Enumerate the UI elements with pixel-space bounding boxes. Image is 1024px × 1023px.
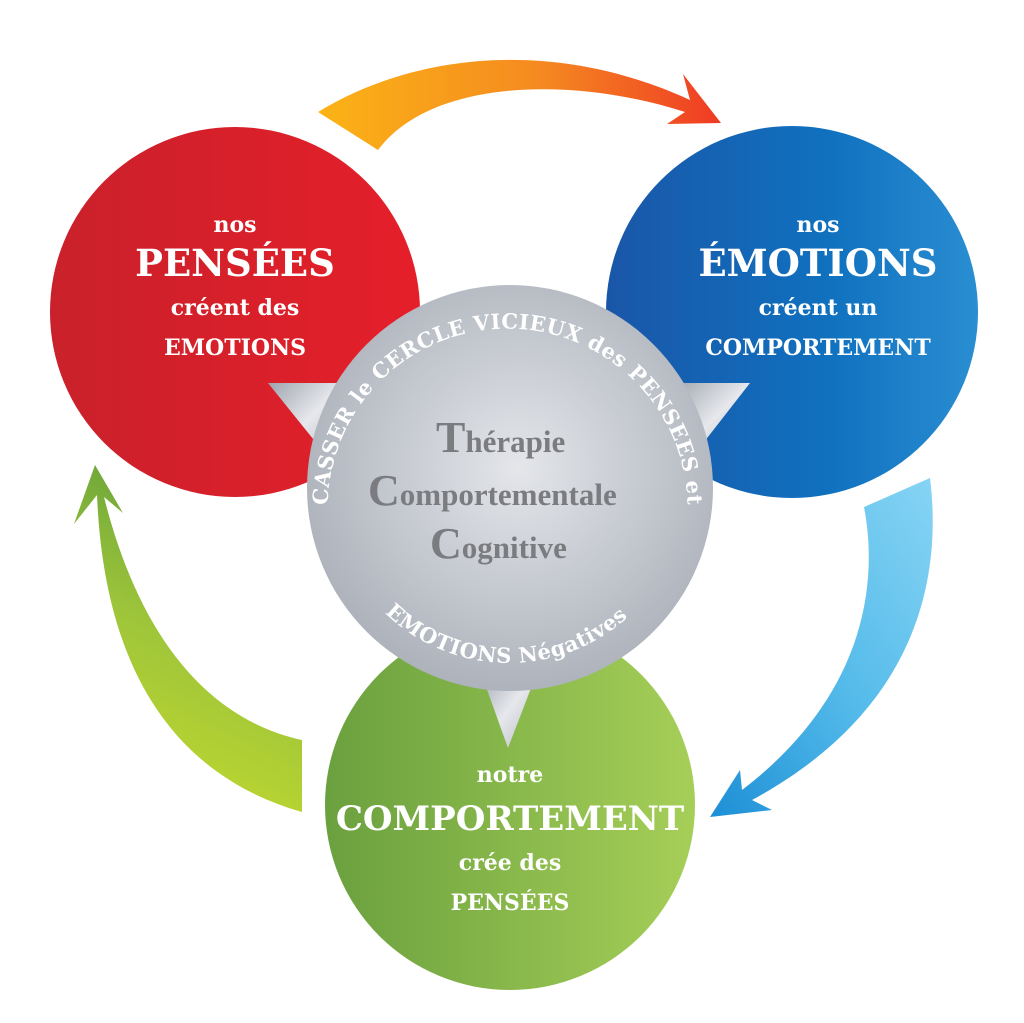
node-behavior: notre COMPORTEMENT crée des PENSÉES	[325, 620, 695, 990]
arrow-behavior-to-thoughts	[74, 465, 302, 812]
node-line: PENSÉES	[451, 889, 570, 916]
node-title: ÉMOTIONS	[698, 241, 937, 285]
arrow-body	[710, 478, 933, 817]
node-title: COMPORTEMENT	[336, 799, 684, 839]
arrow-body	[74, 465, 302, 812]
center-hub: CASSER le CERCLE VICIEUX des PENSEES et …	[268, 285, 750, 748]
center-title-line-3: Cognitive	[430, 519, 567, 568]
center-circle	[307, 285, 713, 691]
node-title: PENSÉES	[135, 241, 335, 285]
node-line: notre	[477, 762, 543, 788]
node-line: COMPORTEMENT	[705, 335, 931, 361]
title-rest: omportementale	[400, 477, 617, 512]
node-line: nos	[213, 212, 256, 238]
title-rest: hérapie	[465, 424, 565, 459]
center-title-line-1: Thérapie	[436, 413, 565, 462]
arrow-emotions-to-behavior	[710, 478, 933, 817]
node-line: créent des	[171, 295, 300, 321]
arrow-thoughts-to-emotions	[318, 59, 721, 150]
node-line: nos	[796, 212, 839, 238]
title-cap: C	[368, 466, 400, 515]
title-rest: ognitive	[462, 530, 567, 565]
node-line: créent un	[759, 295, 878, 321]
node-line: EMOTIONS	[164, 335, 306, 361]
node-line: crée des	[459, 850, 561, 876]
center-title-line-2: Comportementale	[368, 466, 617, 515]
title-cap: T	[436, 413, 465, 462]
title-cap: C	[430, 519, 462, 568]
arrow-body	[318, 59, 721, 150]
node-circle	[325, 620, 695, 990]
